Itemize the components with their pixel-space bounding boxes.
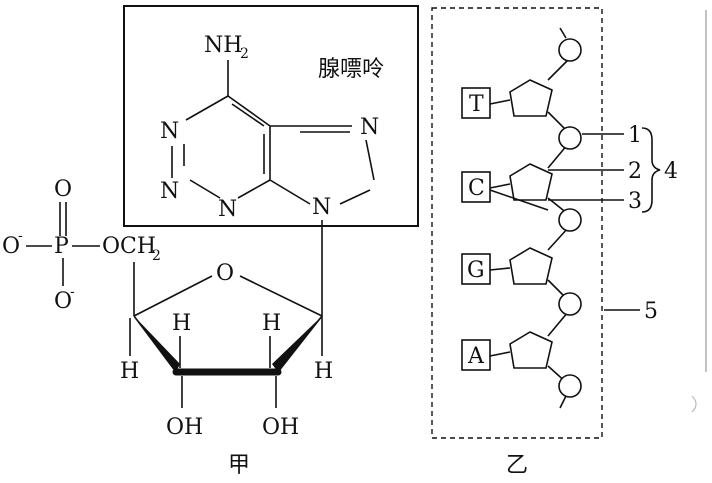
base-a: A <box>461 339 491 371</box>
phosphate-o-left-charge: - <box>18 228 23 244</box>
scan-edge-mark <box>691 395 697 413</box>
phosphate-o-bottom-charge: - <box>70 284 75 300</box>
label-yi: 乙 <box>506 453 528 478</box>
ring-n3: N <box>160 179 179 204</box>
ring-wedge-right <box>272 316 322 372</box>
dna-strand: T C G A <box>461 27 582 409</box>
base-bond <box>489 267 511 271</box>
nh2-label: NH <box>204 33 242 58</box>
label-5: 5 <box>644 299 658 324</box>
ring-n9: N <box>312 195 331 220</box>
base-bond <box>489 351 511 357</box>
och2-subscript: 2 <box>152 248 161 264</box>
oh-c3: OH <box>166 415 203 440</box>
phosphate-circle <box>558 374 582 398</box>
label-jia: 甲 <box>228 453 250 478</box>
label-1: 1 <box>628 123 642 148</box>
top-terminal-bond <box>559 27 567 39</box>
base-letter: A <box>467 344 485 369</box>
strand-dashed-frame <box>431 7 603 439</box>
bottom-terminal-bond <box>559 395 567 409</box>
phosphate-group: O O - P OCH 2 O - <box>2 177 161 314</box>
brace-4 <box>641 127 661 213</box>
base-g: G <box>461 253 491 285</box>
och2-label: OCH <box>102 234 156 259</box>
h-c1-down: H <box>314 359 333 384</box>
sugar-pentagon <box>509 79 553 117</box>
oh-c2: OH <box>262 415 299 440</box>
ring-bond-o-c1 <box>239 275 323 317</box>
leader-3-cross <box>489 189 549 211</box>
base-letter: G <box>467 258 485 283</box>
phosphate-circle <box>558 38 582 62</box>
base-bond <box>489 183 511 189</box>
ring-n-bottom: N <box>218 197 237 222</box>
sugar-pentagon <box>509 163 553 201</box>
adenine-box: 腺嘌呤 NH 2 N N N N N <box>123 5 419 227</box>
phosphate-circle <box>558 208 582 232</box>
phosphate-p: P <box>54 234 69 259</box>
ring-wedge-left <box>134 316 180 372</box>
backbone-bonds <box>547 59 569 385</box>
phosphate-circle <box>558 126 582 150</box>
label-4: 4 <box>664 159 678 184</box>
ribose: O H H H H OH OH <box>120 261 333 440</box>
ring-n1: N <box>160 119 179 144</box>
sugar-pentagon <box>509 247 553 285</box>
ring-n7: N <box>360 115 379 140</box>
h-c3-up: H <box>172 311 191 336</box>
base-box <box>461 87 491 119</box>
base-t: T <box>461 87 491 119</box>
base-letter: C <box>468 176 485 201</box>
phosphate-o-bottom: O <box>54 289 72 314</box>
phosphate-circle <box>558 292 582 316</box>
h-c4-down: H <box>120 359 139 384</box>
base-box <box>461 253 491 285</box>
label-3: 3 <box>628 189 642 214</box>
base-box <box>461 339 491 371</box>
ring-bond-c4-o <box>133 275 213 317</box>
base-c: C <box>461 171 491 203</box>
purine-bonds <box>183 95 375 205</box>
phosphate-o-top: O <box>54 177 72 202</box>
label-2: 2 <box>628 159 642 184</box>
base-bond <box>489 99 511 105</box>
adenine-box-frame <box>123 5 419 227</box>
base-box <box>461 171 491 203</box>
sugar-pentagon <box>509 331 553 369</box>
h-c2-up: H <box>262 311 281 336</box>
base-letter: T <box>469 92 484 117</box>
adenine-title: 腺嘌呤 <box>318 57 384 82</box>
ribose-ring-o: O <box>216 261 234 286</box>
phosphate-o-left: O <box>2 234 20 259</box>
nh2-subscript: 2 <box>240 46 249 62</box>
